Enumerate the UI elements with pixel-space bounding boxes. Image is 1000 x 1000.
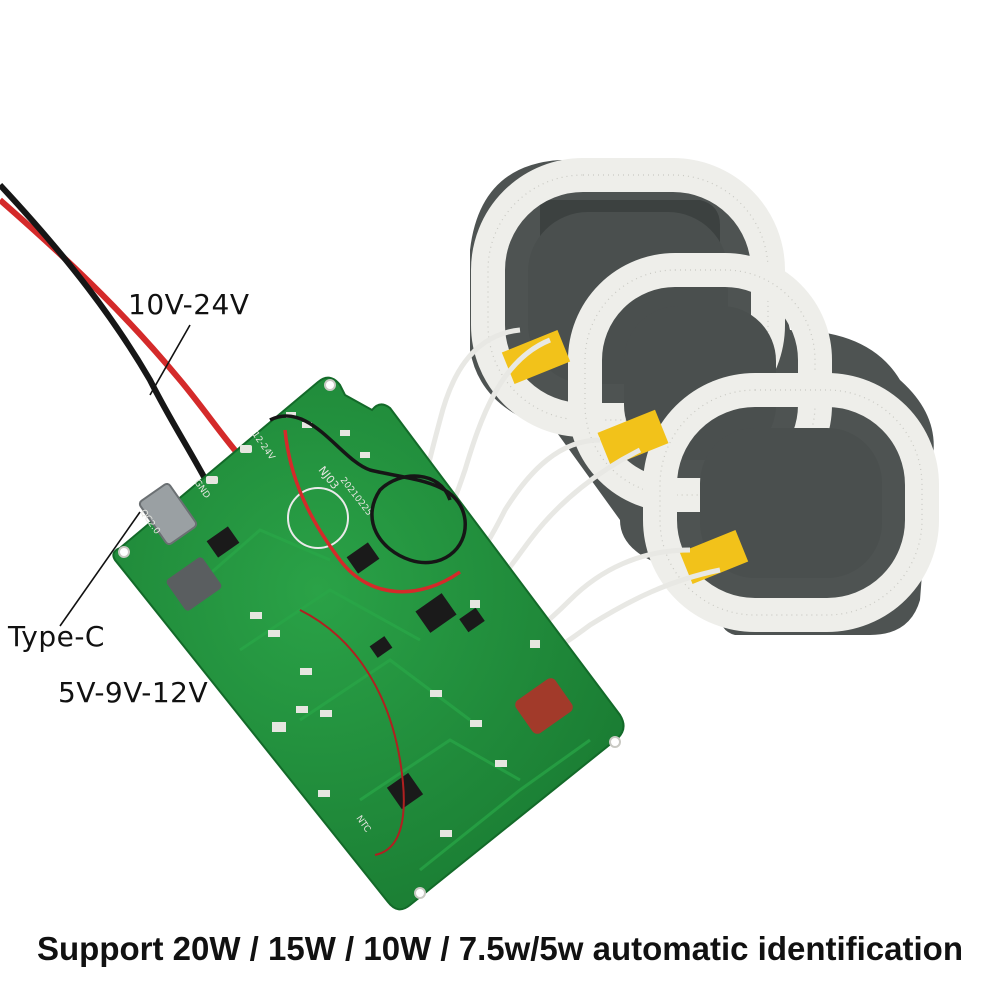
product-caption: Support 20W / 15W / 10W / 7.5w/5w automa… <box>37 930 963 967</box>
input-wires <box>0 182 248 490</box>
board-wires <box>269 414 467 856</box>
output-voltage-label: 5V-9V-12V <box>58 676 209 709</box>
input-voltage-label: 10V-24V <box>128 288 250 321</box>
callout-lines <box>59 324 191 627</box>
coil-3 <box>643 373 939 632</box>
type-c-label: Type-C <box>8 620 105 653</box>
pcb-board: NJ03 20210225 QC2.0 GND 12-24V NTC <box>112 376 625 911</box>
coil-tape <box>501 329 749 585</box>
